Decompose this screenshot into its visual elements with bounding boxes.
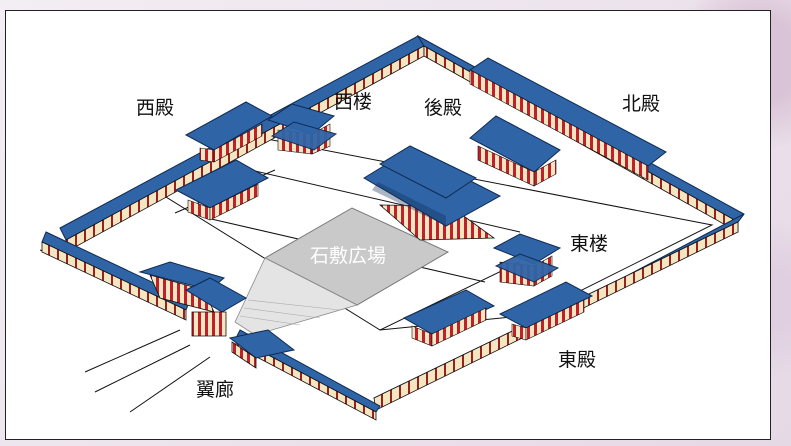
west-small-hall: [174, 159, 270, 221]
east-tower-building: [492, 233, 562, 287]
label-west-hall: 西殿: [136, 97, 174, 119]
label-east-hall: 東殿: [558, 349, 596, 371]
walkway-hatching: [239, 299, 341, 326]
rear-hall-building: [469, 115, 561, 187]
east-small-hall: [402, 289, 496, 347]
label-rear-hall: 後殿: [424, 97, 462, 119]
label-wing-corridor: 翼廊: [196, 379, 234, 401]
gate-walkway: [234, 257, 359, 336]
west-tower-building: [266, 103, 338, 155]
main-gate: [138, 261, 248, 337]
west-hall-building: [184, 101, 274, 163]
label-east-tower: 東楼: [570, 233, 608, 255]
label-stone-plaza: 石敷広場: [310, 245, 386, 267]
central-main-hall: [363, 145, 502, 241]
wing-corridor-building: [228, 329, 296, 369]
label-west-tower: 西楼: [334, 91, 372, 113]
label-north-hall: 北殿: [622, 93, 660, 115]
north-hall-building: [469, 57, 667, 181]
east-hall-building: [498, 281, 594, 341]
